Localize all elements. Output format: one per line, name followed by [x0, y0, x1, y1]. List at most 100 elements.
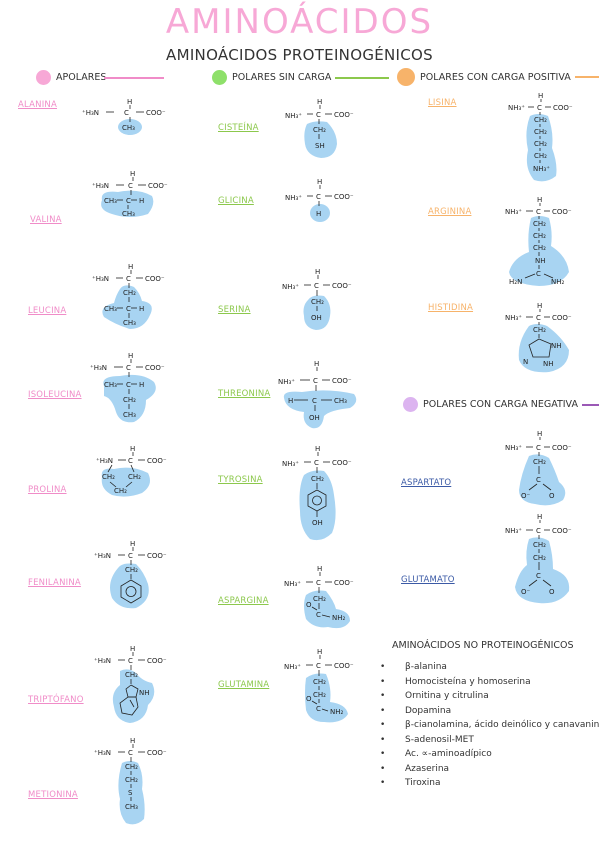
svg-text:NH₂: NH₂ — [330, 708, 344, 716]
svg-text:H: H — [317, 648, 322, 656]
svg-text:OH: OH — [309, 414, 320, 422]
svg-text:COO⁻: COO⁻ — [148, 182, 168, 190]
aa-name-prolina: PROLINA — [28, 485, 67, 495]
svg-text:NH₃⁺: NH₃⁺ — [284, 663, 301, 671]
aa-name-glicina: GLICINA — [218, 196, 254, 206]
svg-text:CH₂: CH₂ — [123, 396, 136, 404]
svg-text:CH₂: CH₂ — [125, 776, 138, 784]
svg-text:NH₃⁺: NH₃⁺ — [533, 165, 550, 173]
svg-text:COO⁻: COO⁻ — [147, 457, 167, 465]
svg-text:H: H — [317, 178, 322, 186]
aa-name-leucina: LEUCINA — [28, 306, 67, 316]
svg-text:COO⁻: COO⁻ — [147, 749, 167, 757]
svg-text:C: C — [316, 193, 321, 201]
aa-name-fenilanina: FENILANINA — [28, 578, 81, 588]
leucina-structure: H ⁺H₃N C COO⁻ CH₂ CH₃ C H CH₃ — [92, 263, 165, 329]
svg-text:COO⁻: COO⁻ — [146, 109, 166, 117]
svg-text:C: C — [536, 572, 541, 580]
svg-text:H: H — [130, 645, 135, 653]
svg-text:H: H — [127, 98, 132, 106]
svg-text:NH: NH — [551, 342, 562, 350]
svg-text:H: H — [130, 540, 135, 548]
category-label: APOLARES — [56, 72, 107, 83]
svg-text:H: H — [538, 92, 543, 100]
svg-text:NH₃⁺: NH₃⁺ — [505, 208, 522, 216]
list-item: Azaserina — [380, 762, 599, 777]
aa-name-aspargina: ASPARGINA — [218, 596, 269, 606]
svg-text:NH₂: NH₂ — [551, 278, 565, 286]
svg-text:NH: NH — [543, 360, 554, 368]
list-item: Ac. ∝-aminoadípico — [380, 747, 599, 762]
svg-text:CH₃: CH₃ — [104, 305, 117, 313]
svg-text:C: C — [536, 270, 541, 278]
svg-text:C: C — [126, 197, 131, 205]
svg-text:NH₃⁺: NH₃⁺ — [284, 580, 301, 588]
pink-dot-icon — [36, 70, 51, 85]
list-item: Homocisteína y homoserina — [380, 675, 599, 690]
svg-text:CH₂: CH₂ — [313, 595, 326, 603]
svg-text:O: O — [549, 588, 555, 596]
svg-text:COO⁻: COO⁻ — [334, 662, 354, 670]
tyrosina-structure: H NH₃⁺ C COO⁻ CH₂ OH — [282, 445, 352, 541]
svg-text:COO⁻: COO⁻ — [332, 377, 352, 385]
svg-text:CH₂: CH₂ — [533, 244, 546, 252]
category-apolares: APOLARES — [36, 70, 165, 85]
svg-text:H₂N: H₂N — [509, 278, 522, 286]
svg-text:⁺H₃N: ⁺H₃N — [96, 457, 113, 465]
prolina-structure: H ⁺H₃N C COO⁻ CH₂ CH₂ CH₂ — [96, 445, 167, 497]
svg-text:COO⁻: COO⁻ — [552, 208, 572, 216]
svg-text:CH₃: CH₃ — [104, 197, 117, 205]
svg-text:COO⁻: COO⁻ — [332, 282, 352, 290]
svg-text:C: C — [314, 459, 319, 467]
svg-text:H: H — [316, 210, 321, 218]
divider — [581, 403, 599, 406]
svg-text:CH₂: CH₂ — [125, 763, 138, 771]
svg-text:C: C — [313, 377, 318, 385]
svg-text:H: H — [139, 197, 144, 205]
cisteina-structure: H NH₃⁺ C COO⁻ CH₂ SH — [285, 98, 354, 158]
svg-text:H: H — [139, 381, 144, 389]
svg-text:O: O — [549, 492, 555, 500]
orange-dot-icon — [397, 68, 415, 86]
svg-text:COO⁻: COO⁻ — [334, 193, 354, 201]
glicina-structure: H NH₃⁺ C COO⁻ H — [285, 178, 354, 222]
svg-text:COO⁻: COO⁻ — [332, 459, 352, 467]
green-dot-icon — [212, 70, 227, 85]
svg-text:C: C — [126, 364, 131, 372]
svg-text:CH₂: CH₂ — [533, 326, 546, 334]
svg-text:C: C — [314, 282, 319, 290]
svg-text:CH₃: CH₃ — [123, 411, 136, 419]
svg-text:SH: SH — [315, 142, 325, 150]
svg-text:CH₂: CH₂ — [313, 126, 326, 134]
svg-text:H: H — [128, 352, 133, 360]
svg-text:CH₂: CH₂ — [102, 473, 115, 481]
aa-name-cisteina: CISTEÍNA — [218, 123, 259, 133]
svg-text:C: C — [536, 314, 541, 322]
svg-text:N: N — [523, 358, 528, 366]
svg-text:C: C — [124, 109, 129, 117]
divider — [335, 76, 390, 79]
svg-text:NH₃⁺: NH₃⁺ — [278, 378, 295, 386]
aa-name-valina: VALINA — [30, 215, 62, 225]
svg-text:CH₃: CH₃ — [104, 381, 117, 389]
svg-text:C: C — [316, 611, 321, 619]
category-label: POLARES CON CARGA NEGATIVA — [423, 399, 578, 410]
category-label: POLARES CON CARGA POSITIVA — [420, 71, 571, 83]
svg-text:C: C — [316, 662, 321, 670]
svg-text:NH₃⁺: NH₃⁺ — [505, 444, 522, 452]
svg-text:CH₂: CH₂ — [125, 671, 138, 679]
svg-text:⁺H₃N: ⁺H₃N — [94, 657, 111, 665]
svg-text:H: H — [317, 565, 322, 573]
svg-text:C: C — [128, 457, 133, 465]
svg-text:H: H — [130, 445, 135, 453]
no-proteinogenic-list: β-alanina Homocisteína y homoserina Orni… — [380, 660, 599, 791]
list-item: S-adenosil-MET — [380, 733, 599, 748]
aa-name-isoleucina: ISOLEUCINA — [28, 390, 82, 400]
svg-text:NH: NH — [535, 257, 546, 265]
svg-text:CH₂: CH₂ — [128, 473, 141, 481]
valina-structure: H ⁺H₃N C COO⁻ CH₃ C H CH₃ — [92, 170, 168, 218]
svg-text:NH₃⁺: NH₃⁺ — [285, 112, 302, 120]
svg-text:CH₂: CH₂ — [123, 289, 136, 297]
aa-name-lisina: LISINA — [428, 98, 457, 108]
svg-text:CH₂: CH₂ — [534, 116, 547, 124]
